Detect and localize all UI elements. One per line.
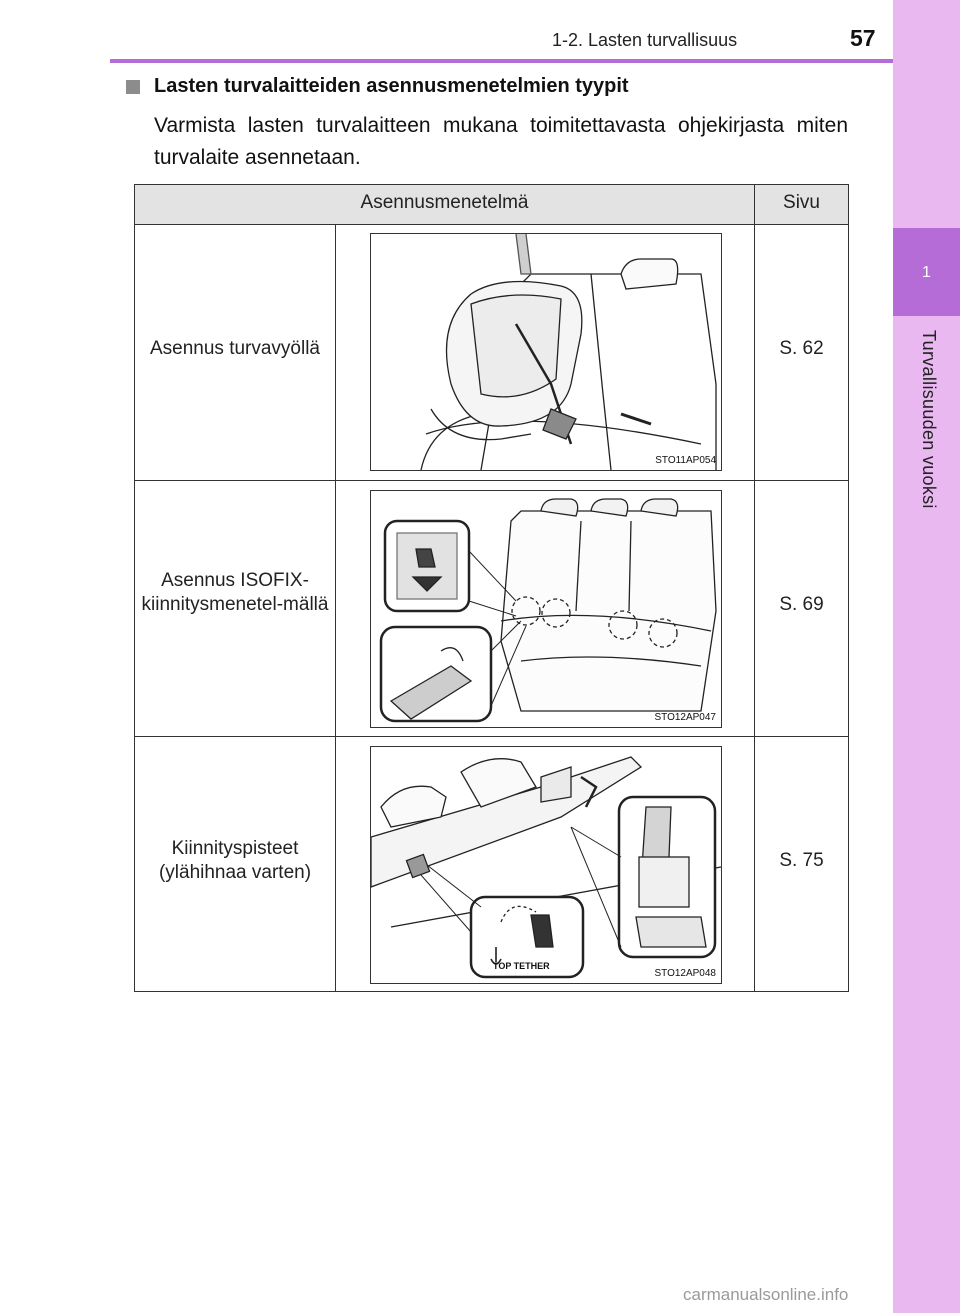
- intro-paragraph: Varmista lasten turvalaitteen mukana toi…: [154, 114, 848, 169]
- image-code: STO12AP048: [654, 968, 716, 979]
- row-2-page: S. 69: [779, 594, 824, 615]
- square-bullet-icon: [126, 80, 140, 94]
- section-heading: Lasten turvalaitteiden asennusmenetelmie…: [154, 75, 629, 97]
- column-divider: [335, 224, 336, 991]
- table-header-row: [135, 185, 848, 225]
- row-1-method: Asennus turvavyöllä: [149, 338, 321, 359]
- row-divider: [135, 736, 848, 737]
- top-tether-anchor-illustration: TOP TETHER STO12AP048: [370, 746, 722, 984]
- column-divider: [754, 185, 755, 991]
- header-rule: [110, 59, 893, 63]
- isofix-installation-illustration: STO12AP047: [370, 490, 722, 728]
- side-chapter-tab: 1 Turvallisuuden vuoksi: [893, 0, 960, 1313]
- row-3-method: Kiinnityspisteet (ylähihnaa varten): [158, 838, 312, 883]
- row-1-page: S. 62: [779, 338, 824, 359]
- image-code: STO11AP054: [655, 455, 716, 466]
- image-code: STO12AP047: [654, 712, 716, 723]
- page-number: 57: [850, 25, 876, 51]
- watermark: carmanualsonline.info: [683, 1285, 849, 1304]
- chapter-number: 1: [922, 264, 931, 281]
- header-method: Asennusmenetelmä: [360, 192, 529, 213]
- header-page: Sivu: [783, 192, 820, 213]
- header-title: 1-2. Lasten turvallisuus: [552, 30, 738, 50]
- installation-methods-table: Asennusmenetelmä Sivu Asennus turvavyöll…: [134, 184, 849, 992]
- top-tether-label: TOP TETHER: [493, 961, 550, 971]
- row-3-page: S. 75: [779, 850, 824, 871]
- chapter-number-box: 1: [893, 228, 960, 316]
- row-divider: [135, 480, 848, 481]
- chapter-label: Turvallisuuden vuoksi: [919, 330, 939, 509]
- row-2-method: Asennus ISOFIX-kiinnitysmenetel-mällä: [141, 570, 329, 615]
- seatbelt-installation-illustration: STO11AP054: [370, 233, 722, 471]
